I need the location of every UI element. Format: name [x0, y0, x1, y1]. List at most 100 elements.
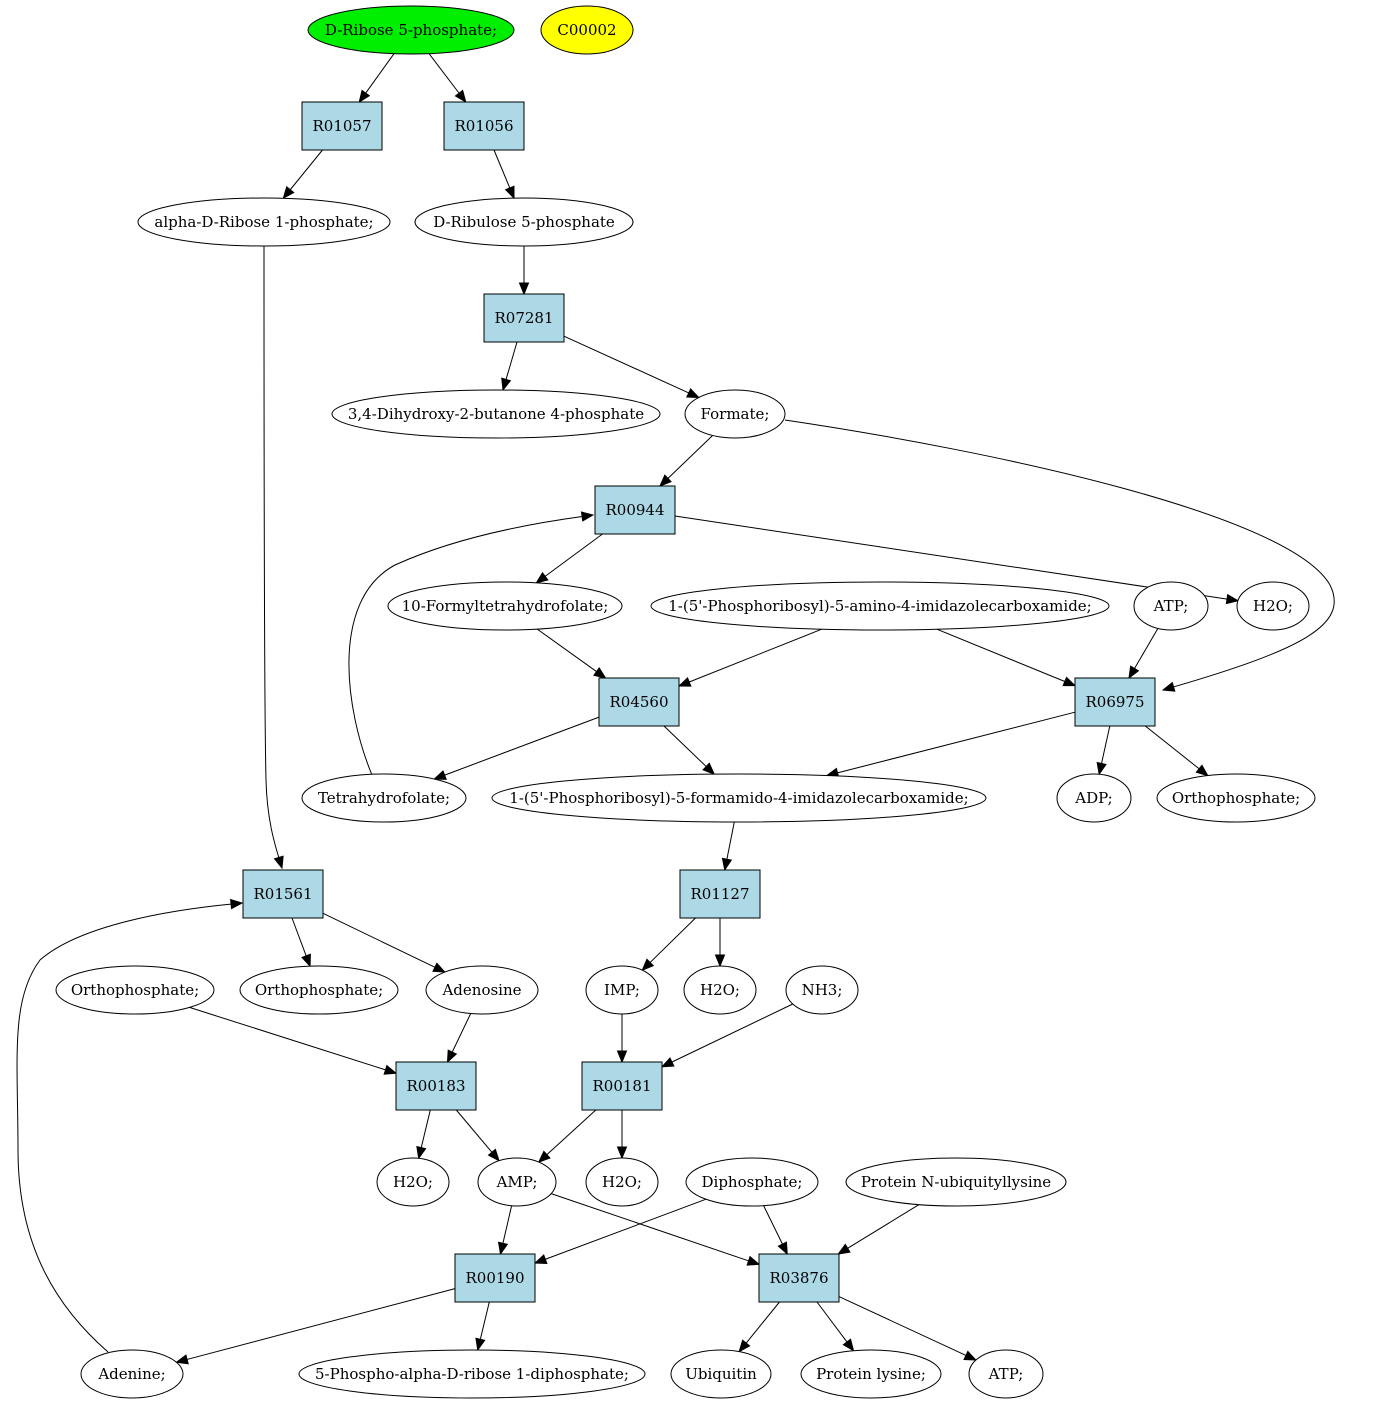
edge-r00181-to-c_h2o4 — [616, 1110, 628, 1160]
edge-r04560-to-c_thf — [433, 716, 600, 780]
reaction-node-r01561[interactable]: R01561 — [242, 869, 324, 919]
edge-line — [936, 628, 1066, 683]
edge-r00190-to-c_prpp — [475, 1301, 490, 1352]
arrowhead — [616, 1050, 628, 1064]
arrowhead — [454, 89, 467, 104]
compound-node-c_pi1[interactable]: Orthophosphate; — [1156, 773, 1316, 823]
reaction-node-r00944[interactable]: R00944 — [594, 485, 676, 535]
compound-node-c_c00002[interactable]: C00002 — [540, 5, 634, 55]
arrowhead — [837, 1243, 851, 1255]
compound-ellipse — [1133, 581, 1209, 631]
node-label: R06975 — [1085, 693, 1144, 711]
compound-node-c_thf[interactable]: Tetrahydrofolate; — [301, 773, 467, 823]
compound-node-c_atp1[interactable]: ATP; — [1133, 581, 1209, 631]
reaction-box — [395, 1061, 477, 1111]
compound-node-c_protub[interactable]: Protein N-ubiquityllysine — [845, 1157, 1067, 1207]
compound-ellipse — [968, 1349, 1044, 1399]
edge-line — [189, 1006, 387, 1071]
edge-line — [836, 711, 1076, 774]
edge-line — [536, 628, 598, 673]
node-label: R04560 — [609, 693, 668, 711]
compound-node-c_ppi[interactable]: Diphosphate; — [685, 1157, 819, 1207]
edge-line — [666, 435, 713, 480]
arrowhead — [282, 186, 295, 200]
compound-ellipse — [1236, 581, 1310, 631]
compound-node-c_h2o3[interactable]: H2O; — [376, 1157, 450, 1207]
edge-line — [348, 515, 584, 776]
compound-node-c_adenine[interactable]: Adenine; — [80, 1349, 184, 1399]
compound-ellipse — [670, 1349, 772, 1399]
compound-node-c_dhbp[interactable]: 3,4-Dihydroxy-2-butanone 4-phosphate — [331, 389, 661, 439]
compound-node-c_ar1p[interactable]: alpha-D-Ribose 1-phosphate; — [137, 197, 391, 247]
edge-c_formate-to-r00944 — [659, 435, 713, 487]
node-label: R01056 — [454, 117, 513, 135]
node-label: Ubiquitin — [685, 1365, 757, 1383]
compound-node-c_faicar[interactable]: 1-(5'-Phosphoribosyl)-5-formamido-4-imid… — [491, 773, 987, 823]
node-label: ATP; — [1153, 597, 1189, 615]
edges-layer — [16, 53, 1335, 1365]
compound-node-c_r5p[interactable]: D-Ribose 5-phosphate; — [307, 5, 515, 55]
edge-line — [1100, 725, 1111, 765]
compound-node-c_adenosine[interactable]: Adenosine — [425, 965, 539, 1015]
node-label: R00190 — [465, 1269, 524, 1287]
edge-r03876-to-c_ubiquitin — [738, 1301, 780, 1353]
arrowhead — [963, 1350, 978, 1361]
compound-node-c_nh3[interactable]: NH3; — [785, 965, 859, 1015]
reaction-box — [679, 869, 761, 919]
reaction-node-r00181[interactable]: R00181 — [581, 1061, 663, 1111]
edge-line — [545, 1109, 597, 1156]
compound-node-c_adp[interactable]: ADP; — [1056, 773, 1132, 823]
reaction-node-r00183[interactable]: R00183 — [395, 1061, 477, 1111]
compound-node-c_pi2[interactable]: Orthophosphate; — [55, 965, 215, 1015]
compound-node-c_imp[interactable]: IMP; — [585, 965, 659, 1015]
compound-node-c_formate[interactable]: Formate; — [684, 389, 786, 439]
compound-node-c_h2o1[interactable]: H2O; — [1236, 581, 1310, 631]
edge-line — [364, 53, 395, 95]
arrowhead — [501, 377, 512, 392]
node-label: R01561 — [253, 885, 312, 903]
reaction-node-r06975[interactable]: R06975 — [1074, 677, 1156, 727]
arrowhead — [842, 1338, 855, 1352]
compound-ellipse — [683, 965, 757, 1015]
arrowhead — [1161, 681, 1176, 692]
reaction-box — [483, 293, 565, 343]
reaction-node-r07281[interactable]: R07281 — [483, 293, 565, 343]
arrowhead — [537, 1150, 551, 1163]
reaction-node-r01127[interactable]: R01127 — [679, 869, 761, 919]
compound-node-c_prpp[interactable]: 5-Phospho-alpha-D-ribose 1-diphosphate; — [298, 1349, 646, 1399]
reaction-node-r01056[interactable]: R01056 — [443, 101, 525, 151]
reaction-box — [598, 677, 680, 727]
edge-c_r5p-to-r01057 — [358, 53, 395, 104]
compound-ellipse — [1056, 773, 1132, 823]
reaction-node-r01057[interactable]: R01057 — [301, 101, 383, 151]
compound-node-c_pi3[interactable]: Orthophosphate; — [239, 965, 399, 1015]
compound-node-c_ru5p[interactable]: D-Ribulose 5-phosphate — [414, 197, 634, 247]
compound-node-c_ubiquitin[interactable]: Ubiquitin — [670, 1349, 772, 1399]
compound-ellipse — [491, 773, 987, 823]
arrowhead — [446, 1049, 458, 1064]
node-label: D-Ribulose 5-phosphate — [433, 213, 615, 231]
reaction-box — [443, 101, 525, 151]
arrowhead — [659, 474, 672, 487]
compound-node-c_protlys[interactable]: Protein lysine; — [800, 1349, 942, 1399]
reaction-node-r04560[interactable]: R04560 — [598, 677, 680, 727]
arrowhead — [714, 954, 726, 968]
compound-node-c_aicar[interactable]: 1-(5'-Phosphoribosyl)-5-amino-4-imidazol… — [650, 581, 1110, 631]
node-label: Formate; — [701, 405, 770, 423]
edge-r01561-to-c_pi3 — [291, 917, 311, 968]
reaction-node-r00190[interactable]: R00190 — [454, 1253, 536, 1303]
compound-node-c_h2o2[interactable]: H2O; — [683, 965, 757, 1015]
edge-line — [263, 245, 280, 859]
compound-node-c_h2o4[interactable]: H2O; — [585, 1157, 659, 1207]
edge-line — [544, 1198, 707, 1261]
edge-r07281-to-c_dhbp — [501, 341, 518, 392]
edge-r01127-to-c_imp — [641, 917, 696, 972]
compound-node-c_atp2[interactable]: ATP; — [968, 1349, 1044, 1399]
node-label: 3,4-Dihydroxy-2-butanone 4-phosphate — [348, 405, 644, 423]
compound-node-c_amp[interactable]: AMP; — [477, 1157, 557, 1207]
compound-node-c_10fthf[interactable]: 10-Formyltetrahydrofolate; — [387, 581, 623, 631]
reaction-node-r03876[interactable]: R03876 — [758, 1253, 840, 1303]
arrowhead — [1128, 665, 1140, 680]
